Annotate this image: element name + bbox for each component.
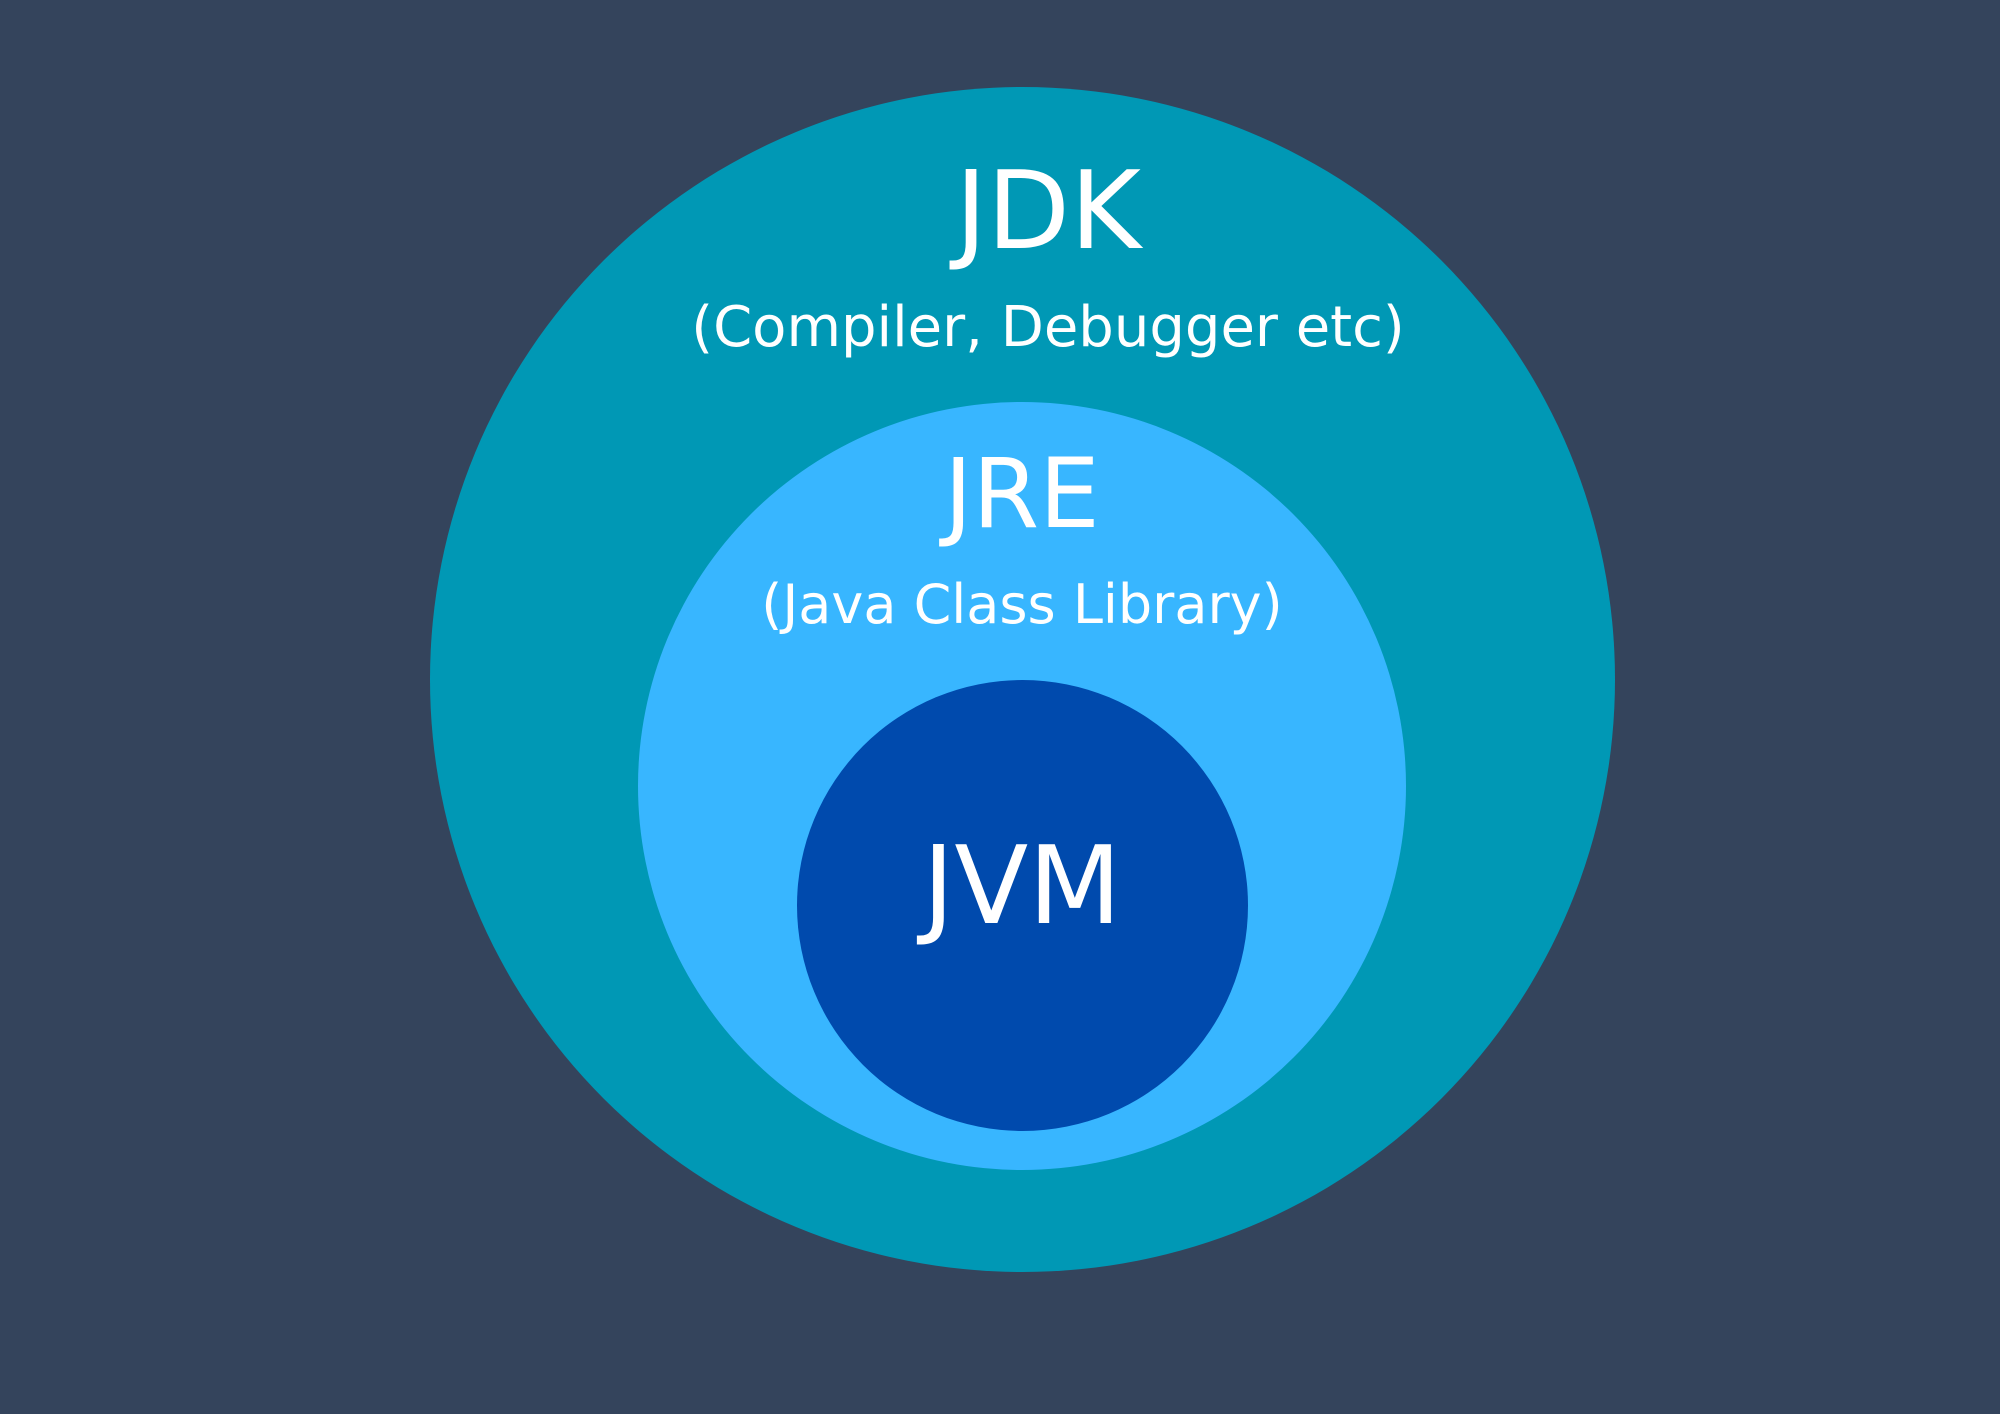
jre-subtitle: (Java Class Library) xyxy=(761,573,1283,636)
jvm-circle xyxy=(797,680,1248,1131)
jdk-subtitle: (Compiler, Debugger etc) xyxy=(691,295,1405,360)
jdk-title: JDK xyxy=(955,149,1141,274)
jvm-title: JVM xyxy=(922,824,1122,949)
jre-title: JRE xyxy=(944,438,1100,550)
